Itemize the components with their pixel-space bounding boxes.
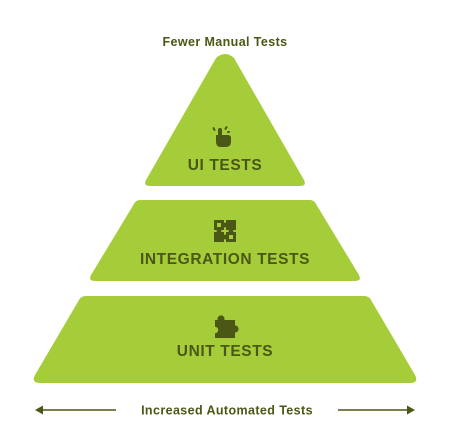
bottom-caption: Increased Automated Tests xyxy=(141,404,313,418)
tier-label-unit: UNIT TESTS xyxy=(177,343,273,360)
tier-shape xyxy=(33,296,417,383)
tier-label-ui: UI TESTS xyxy=(188,157,263,174)
touch-gesture-icon xyxy=(212,126,231,147)
puzzle-piece-icon xyxy=(211,315,239,338)
arrow-head-right xyxy=(407,405,415,415)
tier-shape xyxy=(145,54,305,186)
top-caption: Fewer Manual Tests xyxy=(162,35,287,49)
tier-label-integration: INTEGRATION TESTS xyxy=(140,251,310,268)
automation-arrow: Increased Automated Tests xyxy=(35,404,415,418)
tier-shape xyxy=(90,200,360,281)
arrow-head-left xyxy=(35,405,43,415)
pyramid-tier-integration: INTEGRATION TESTS xyxy=(90,200,360,281)
pyramid-tier-unit: UNIT TESTS xyxy=(33,296,417,383)
puzzle-grid-icon xyxy=(214,220,236,242)
pyramid-tier-ui: UI TESTS xyxy=(145,54,305,186)
